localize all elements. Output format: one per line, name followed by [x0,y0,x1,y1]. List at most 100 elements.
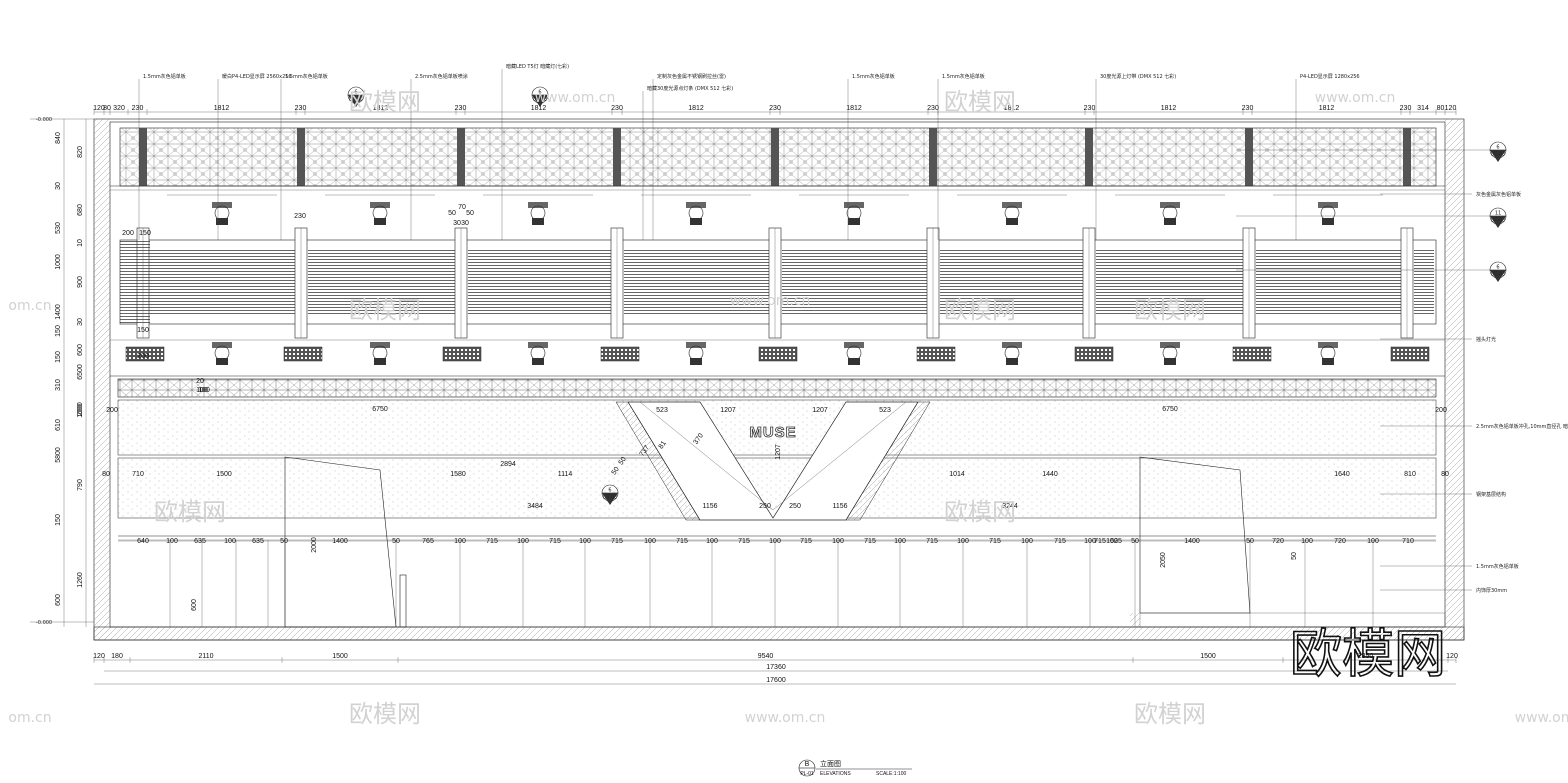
fixture-head [688,205,704,221]
dimension-label: 100 [1367,538,1379,545]
dimension-label: 150 [55,514,62,526]
dimension-label: 200 [1435,407,1447,414]
watermark-text: 欧模网 [1134,700,1206,728]
callout-text: 内饰厚30mm [1476,587,1507,594]
dimension-label: 100 [198,387,210,394]
section-tag-ref: DT-03 [1491,152,1506,158]
lattice-post [139,128,147,186]
moving-head-fixture [686,342,706,365]
dimension-label: 635 [194,538,206,545]
dimension-label: 100 [894,538,906,545]
dimension-label: 310 [55,379,62,391]
fixture-yoke [686,202,706,208]
moving-head-fixture [528,202,548,225]
section-tag-arrow [1490,216,1506,228]
section-tag: 6DT-03 [1489,261,1507,282]
moving-head-fixture [844,342,864,365]
title-letter: B [805,761,810,768]
dimension-label: 150 [55,351,62,363]
fixture-head [372,205,388,221]
dimension-label: 30 [461,220,469,227]
dimension-label: 50 [280,538,288,545]
dimension-label: 2000 [311,537,318,553]
dimension-label: 715 [926,538,938,545]
dimension-label: 635 [252,538,264,545]
dimension-label: 525 [1110,538,1122,545]
fixture-yoke [370,202,390,208]
watermark-url: www.om.cn [535,90,616,106]
callout-text: 定制灰色金属不锈钢刷拉丝(雷) [657,73,726,80]
vent-panel [940,248,1083,316]
dimension-label: 820 [77,146,84,158]
dimension-label: 1260 [77,572,84,588]
dimension-label: 600 [77,344,84,356]
dimension-label: 6500 [77,364,84,380]
lattice-post [457,128,465,186]
dimension-label: 100 [454,538,466,545]
dimension-label: 600 [191,599,198,611]
callout-layer: 1.5mm灰色铝单板暖白P4-LED显示屏 2560x2561.5mm灰色铝单板… [138,63,1568,594]
fascia-lower [117,457,1437,519]
fixture-yoke [370,342,390,348]
vent-panel [1256,248,1402,316]
dimension-label: 1500 [1200,653,1216,660]
dimension-label: 120 [93,653,105,660]
dimension-label: 6750 [1162,406,1178,413]
dimension-label: 50 [448,210,456,217]
dimension-label: 710 [1402,538,1414,545]
lattice-post [1085,128,1093,186]
watermark-text: 欧模网 [944,498,1016,526]
section-tag-arrow [602,493,618,505]
callout-text: 1.5mm灰色铝单板 [1476,563,1519,570]
grill-panel [283,346,323,362]
dimension-label: 715 [611,538,623,545]
fixture-head [1320,205,1336,221]
dimension-label: 765 [422,538,434,545]
dimension-label: 1014 [949,471,965,478]
dimension-label: 810 [1404,471,1416,478]
callout-text: 30度光源上灯带 (DMX 512 七彩) [1100,73,1176,80]
vent-panel [308,248,455,316]
dimension-label: 715 [864,538,876,545]
vent-panel-edge [120,240,150,324]
dimension-label: 230 [1400,105,1412,112]
v-entrance-edge [615,401,701,521]
grill-panel [600,346,640,362]
fixture-base [848,358,860,365]
left-dimension-row: 8408203068053010100090014003015060015065… [30,117,94,627]
dimension-label: 3484 [527,503,543,510]
dimension-label: 715 [738,538,750,545]
callout-text: 摇头灯光 [1476,336,1496,343]
lattice-post [771,128,779,186]
dimension-label: 1400 [1184,538,1200,545]
dimension-label: 120 [1445,105,1457,112]
dimension-label: 100 [706,538,718,545]
fixture-base [216,218,228,225]
big-watermark: 欧模网 [1290,625,1446,685]
detail-layer [125,194,1430,365]
dimension-label: 100 [1106,538,1118,545]
dimension-label: 150 [139,230,151,237]
dimension-label: 1812 [1319,105,1335,112]
fixture-base [690,218,702,225]
dimension-label: 20 [196,378,204,385]
dimension-label: 81 [658,440,668,450]
moving-head-fixture [212,202,232,225]
section-tag-ref: DT-03 [533,97,548,103]
callout-text: 2.5mm灰色铝单板冲孔,10mm直径孔 暗藏DMX 512 七彩灯条 [1476,423,1568,430]
fixture-yoke [528,202,548,208]
moving-head-fixture [844,202,864,225]
door-handle [399,574,407,628]
vent-panel [1096,248,1243,316]
fixture-yoke [1160,202,1180,208]
callout-text: 灰色金属灰色铝单板 [1476,191,1521,198]
dimension-label: 100 [1301,538,1313,545]
watermark-url: www.om.cn [1515,710,1568,726]
callout-text: 1.5mm灰色铝单板 [852,73,895,80]
dimension-label: 250 [759,503,771,510]
fixture-yoke [1318,202,1338,208]
watermark-url: om.cn [8,298,51,314]
dimension-label: 720 [1334,538,1346,545]
